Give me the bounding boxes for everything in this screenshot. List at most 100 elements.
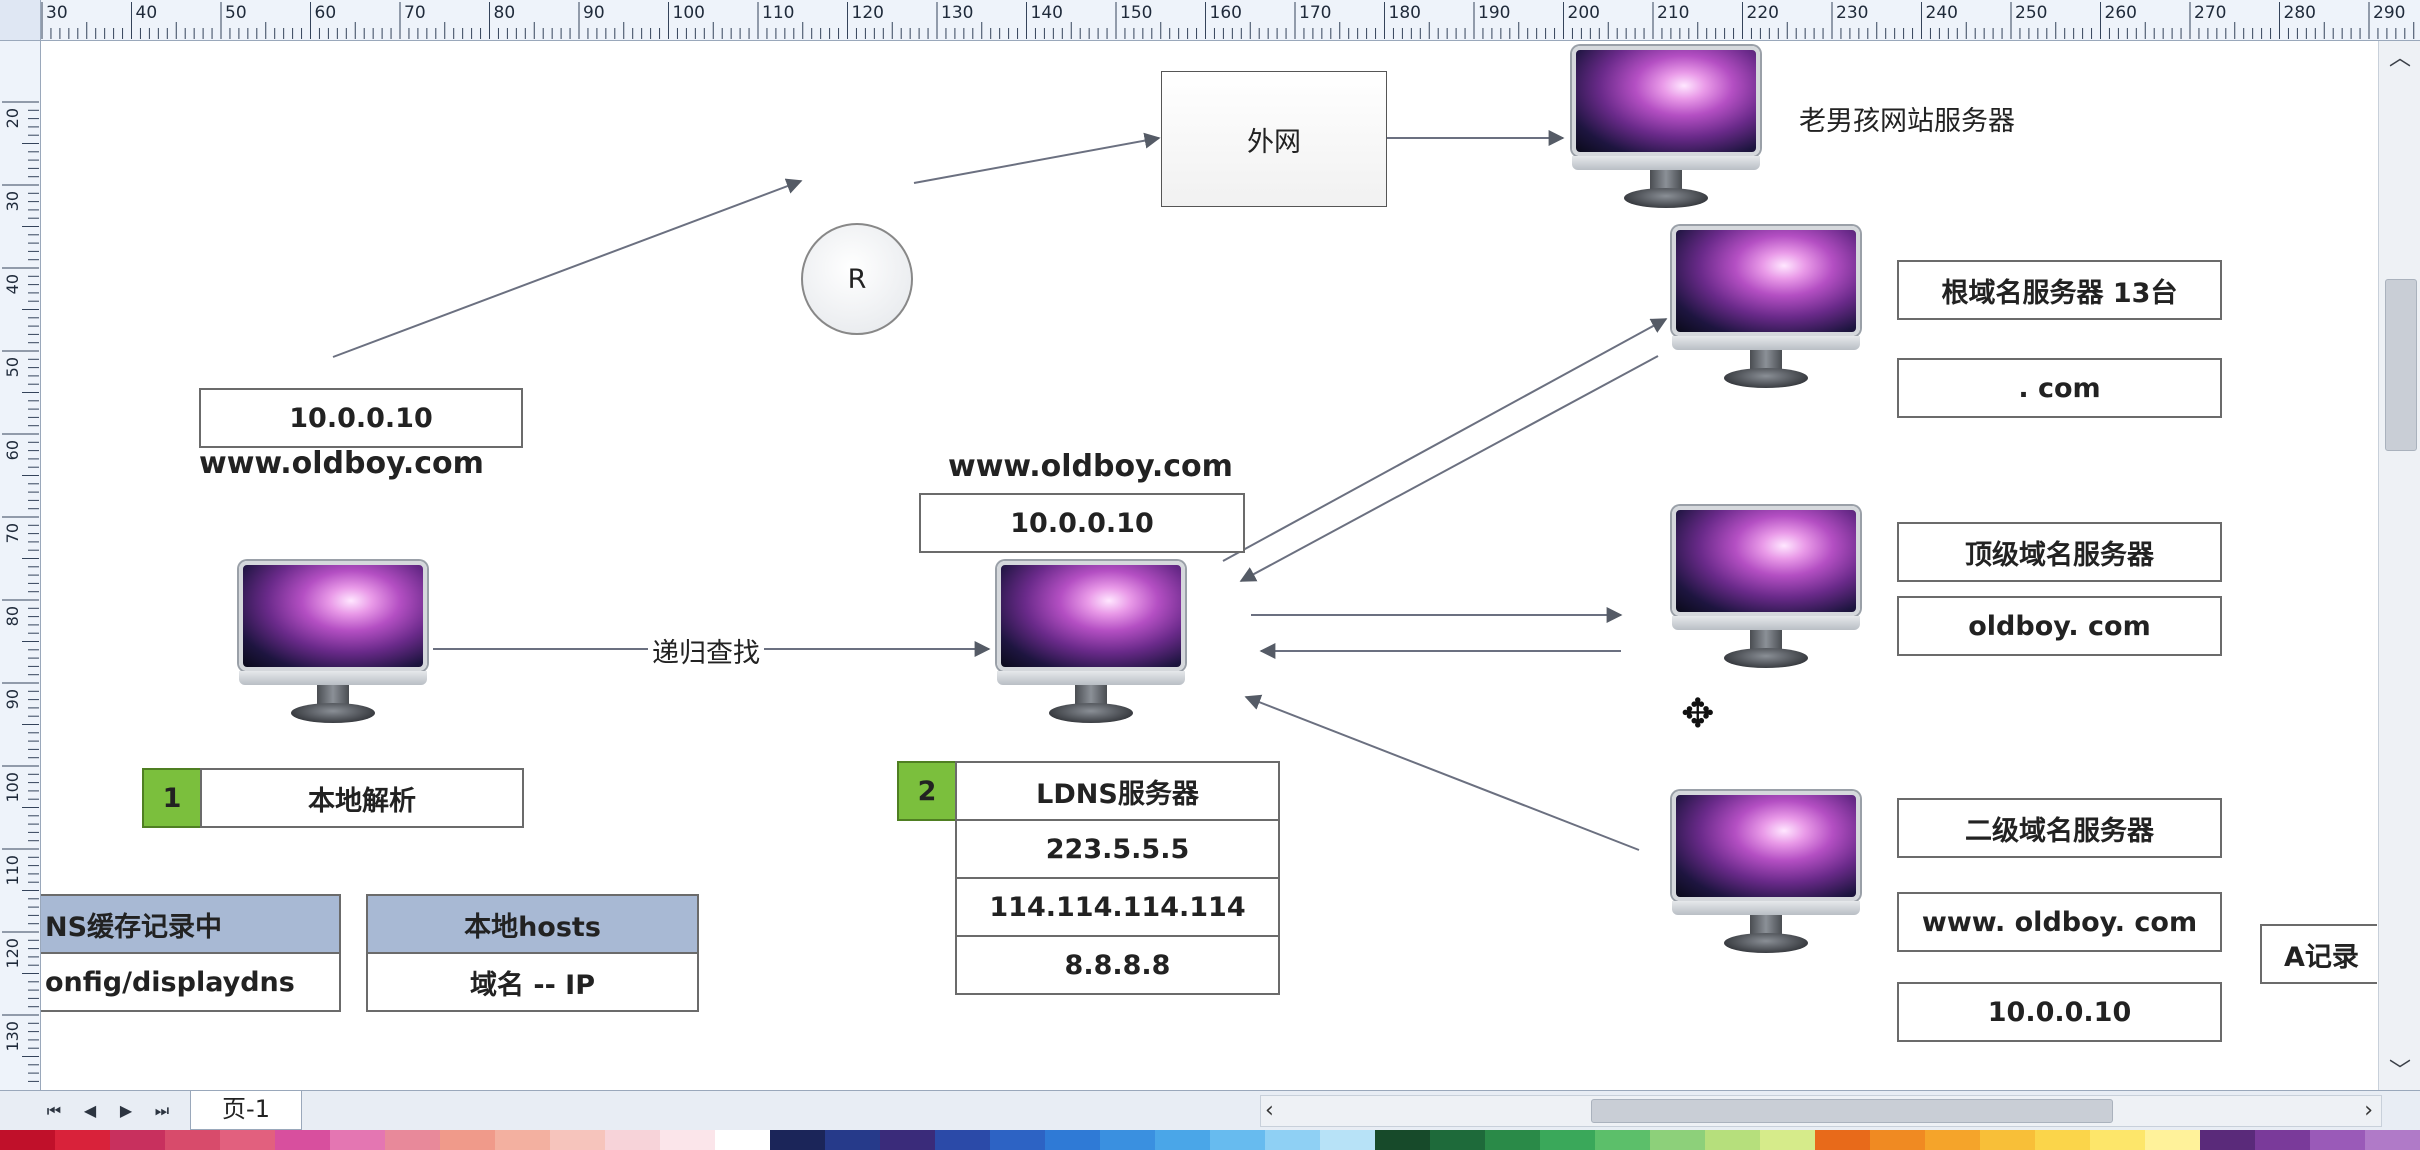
dns-cache-value[interactable]: onfig/displaydns [41,952,341,1012]
second-level-ip-box[interactable]: 10.0.0.10 [1897,982,2222,1042]
palette-swatch[interactable] [1540,1130,1595,1150]
ldns-title-box[interactable]: LDNS服务器 [955,761,1280,821]
internet-box[interactable]: 外网 [1161,71,1387,207]
palette-swatch[interactable] [110,1130,165,1150]
palette-swatch[interactable] [1375,1130,1430,1150]
palette-swatch[interactable] [1815,1130,1870,1150]
vertical-scrollbar[interactable]: ︿ ﹀ [2378,41,2420,1090]
scroll-left-icon[interactable]: ‹ [1265,1098,1274,1123]
palette-swatch[interactable] [1980,1130,2035,1150]
website-server-monitor-icon[interactable] [1566,46,1766,216]
hosts-value[interactable]: 域名 -- IP [366,952,699,1012]
palette-swatch[interactable] [1925,1130,1980,1150]
move-cursor-icon: ✥ [1681,691,1715,737]
second-level-title-box[interactable]: 二级域名服务器 [1897,798,2222,858]
second-level-to-ldns-connector[interactable] [1244,694,1640,851]
palette-swatch[interactable] [880,1130,935,1150]
router-to-internet-connector[interactable] [913,132,1161,184]
drawing-canvas[interactable]: 外网 R 老男孩网站服务器 10.0.0.10 www.oldboy.com 递… [41,41,2377,1090]
client-ip-box[interactable]: 10.0.0.10 [199,388,523,448]
palette-swatch[interactable] [1430,1130,1485,1150]
palette-swatch[interactable] [1155,1130,1210,1150]
palette-swatch[interactable] [550,1130,605,1150]
palette-swatch[interactable] [2255,1130,2310,1150]
second-level-value-box[interactable]: www. oldboy. com [1897,892,2222,952]
step-1-tag: 1 [142,768,202,828]
scroll-up-icon[interactable]: ︿ [2388,46,2411,71]
root-server-monitor-icon[interactable] [1666,226,1866,396]
palette-swatch[interactable] [1320,1130,1375,1150]
palette-swatch[interactable] [1265,1130,1320,1150]
a-record-box[interactable]: A记录 [2260,924,2377,984]
ruler-label: 280 [2284,3,2316,23]
last-page-icon[interactable]: ⏭ [154,1101,170,1120]
palette-swatch[interactable] [715,1130,770,1150]
palette-swatch[interactable] [2035,1130,2090,1150]
ldns-server-2[interactable]: 114.114.114.114 [955,877,1280,937]
second-level-server-monitor-icon[interactable] [1666,791,1866,961]
vertical-scroll-thumb[interactable] [2385,279,2417,451]
palette-swatch[interactable] [660,1130,715,1150]
ruler-label: 110 [3,855,22,886]
palette-swatch[interactable] [385,1130,440,1150]
root-to-ldns-connector[interactable] [1239,355,1659,582]
palette-swatch[interactable] [2310,1130,2365,1150]
palette-swatch[interactable] [1100,1130,1155,1150]
palette-swatch[interactable] [330,1130,385,1150]
first-page-icon[interactable]: ⏮ [46,1101,62,1120]
palette-swatch[interactable] [440,1130,495,1150]
palette-swatch[interactable] [935,1130,990,1150]
tld-server-value-box[interactable]: oldboy. com [1897,596,2222,656]
next-page-icon[interactable]: ▶ [119,1101,133,1120]
palette-swatch[interactable] [2200,1130,2255,1150]
ldns-server-3[interactable]: 8.8.8.8 [955,935,1280,995]
palette-swatch[interactable] [1045,1130,1100,1150]
palette-swatch[interactable] [825,1130,880,1150]
scroll-right-icon[interactable]: › [2364,1098,2373,1123]
ldns-server-monitor-icon[interactable] [991,561,1191,731]
palette-swatch[interactable] [1705,1130,1760,1150]
client-monitor-icon[interactable] [233,561,433,731]
palette-swatch[interactable] [1595,1130,1650,1150]
prev-page-icon[interactable]: ◀ [83,1101,97,1120]
palette-swatch[interactable] [990,1130,1045,1150]
tld-server-monitor-icon[interactable] [1666,506,1866,676]
horizontal-scrollbar[interactable]: ‹ › [1260,1095,2382,1127]
palette-swatch[interactable] [1650,1130,1705,1150]
root-server-value-box[interactable]: . com [1897,358,2222,418]
ruler-label: 180 [1389,3,1421,23]
palette-swatch[interactable] [770,1130,825,1150]
ruler-label: 120 [852,3,884,23]
horizontal-scroll-thumb[interactable] [1591,1099,2113,1123]
palette-swatch[interactable] [55,1130,110,1150]
color-palette[interactable] [0,1130,2420,1150]
ruler-label: 80 [494,3,516,23]
page-tab[interactable]: 页-1 [190,1091,302,1130]
tld-server-title-box[interactable]: 顶级域名服务器 [1897,522,2222,582]
palette-swatch[interactable] [165,1130,220,1150]
tld-server-value: oldboy. com [1968,610,2151,642]
palette-swatch[interactable] [220,1130,275,1150]
local-resolve-box[interactable]: 本地解析 [200,768,524,828]
client-to-router-connector[interactable] [332,178,803,358]
root-server-title-box[interactable]: 根域名服务器 13台 [1897,260,2222,320]
router-node[interactable]: R [801,223,913,335]
palette-swatch[interactable] [495,1130,550,1150]
palette-swatch[interactable] [1210,1130,1265,1150]
palette-swatch[interactable] [0,1130,55,1150]
ldns-server-2-text: 114.114.114.114 [989,891,1246,923]
palette-swatch[interactable] [605,1130,660,1150]
palette-swatch[interactable] [2145,1130,2200,1150]
palette-swatch[interactable] [1485,1130,1540,1150]
palette-swatch[interactable] [275,1130,330,1150]
scroll-down-icon[interactable]: ﹀ [2388,1059,2411,1084]
palette-swatch[interactable] [1870,1130,1925,1150]
ldns-ip-box[interactable]: 10.0.0.10 [919,493,1245,553]
palette-swatch[interactable] [2090,1130,2145,1150]
ldns-server-1[interactable]: 223.5.5.5 [955,819,1280,879]
palette-swatch[interactable] [2365,1130,2420,1150]
ruler-label: 50 [225,3,247,23]
palette-swatch[interactable] [1760,1130,1815,1150]
ldns-to-root-connector[interactable] [1222,318,1668,562]
